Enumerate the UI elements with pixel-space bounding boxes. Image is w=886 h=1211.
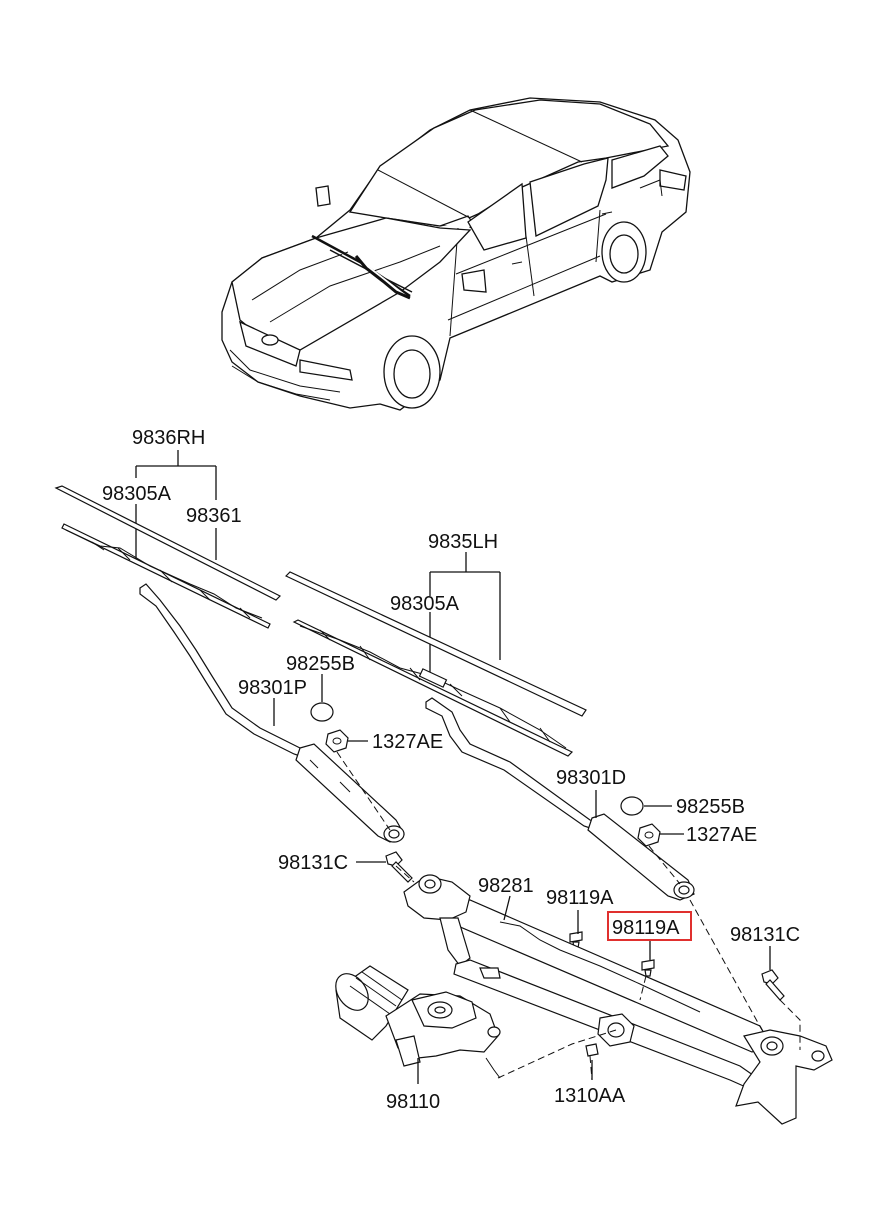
bolt-left — [385, 851, 413, 883]
label-98305a-lh: 98305A — [390, 593, 460, 615]
wiper-arm-p — [139, 583, 405, 843]
label-98110: 98110 — [386, 1091, 440, 1113]
group-bracket-lh — [429, 552, 501, 680]
wiper-linkage — [403, 874, 833, 1125]
wiper-blade-lh — [284, 571, 587, 757]
label-98255b-d: 98255B — [676, 796, 745, 818]
label-98281: 98281 — [478, 875, 534, 897]
label-98119a: 98119A — [546, 887, 614, 909]
part-labels: 9836RH 98305A 98361 9835LH 98305A 98255B… — [102, 427, 800, 1113]
nut-motor — [585, 1043, 599, 1057]
wiper-blade-rh — [54, 485, 282, 629]
wiper-arm-d — [425, 697, 695, 901]
label-98305a-rh: 98305A — [102, 483, 172, 505]
label-1327ae-d: 1327AE — [686, 824, 757, 846]
pivot-screw-highlighted — [641, 959, 655, 977]
label-1310aa: 1310AA — [554, 1085, 626, 1107]
label-1327ae-p: 1327AE — [372, 731, 443, 753]
wiper-motor — [335, 965, 501, 1079]
label-98119a-highlighted: 98119A — [612, 917, 680, 939]
cap-d — [620, 796, 644, 816]
car-illustration — [221, 97, 691, 411]
cap-p — [310, 702, 334, 722]
nut-p — [325, 729, 349, 753]
label-9836rh: 9836RH — [132, 427, 205, 449]
label-98131c-left: 98131C — [278, 852, 348, 874]
label-98131c-right: 98131C — [730, 924, 800, 946]
callout-leaders — [273, 674, 771, 1084]
dashed-leaders — [336, 751, 801, 1081]
nut-d — [637, 823, 661, 847]
bolt-right — [761, 969, 785, 1001]
label-98301d: 98301D — [556, 767, 626, 789]
group-bracket-rh — [135, 450, 217, 560]
label-98361: 98361 — [186, 505, 242, 527]
label-98255b-p: 98255B — [286, 653, 355, 675]
label-98301p: 98301P — [238, 677, 307, 699]
highlight-box — [607, 911, 692, 941]
label-9835lh: 9835LH — [428, 531, 498, 553]
